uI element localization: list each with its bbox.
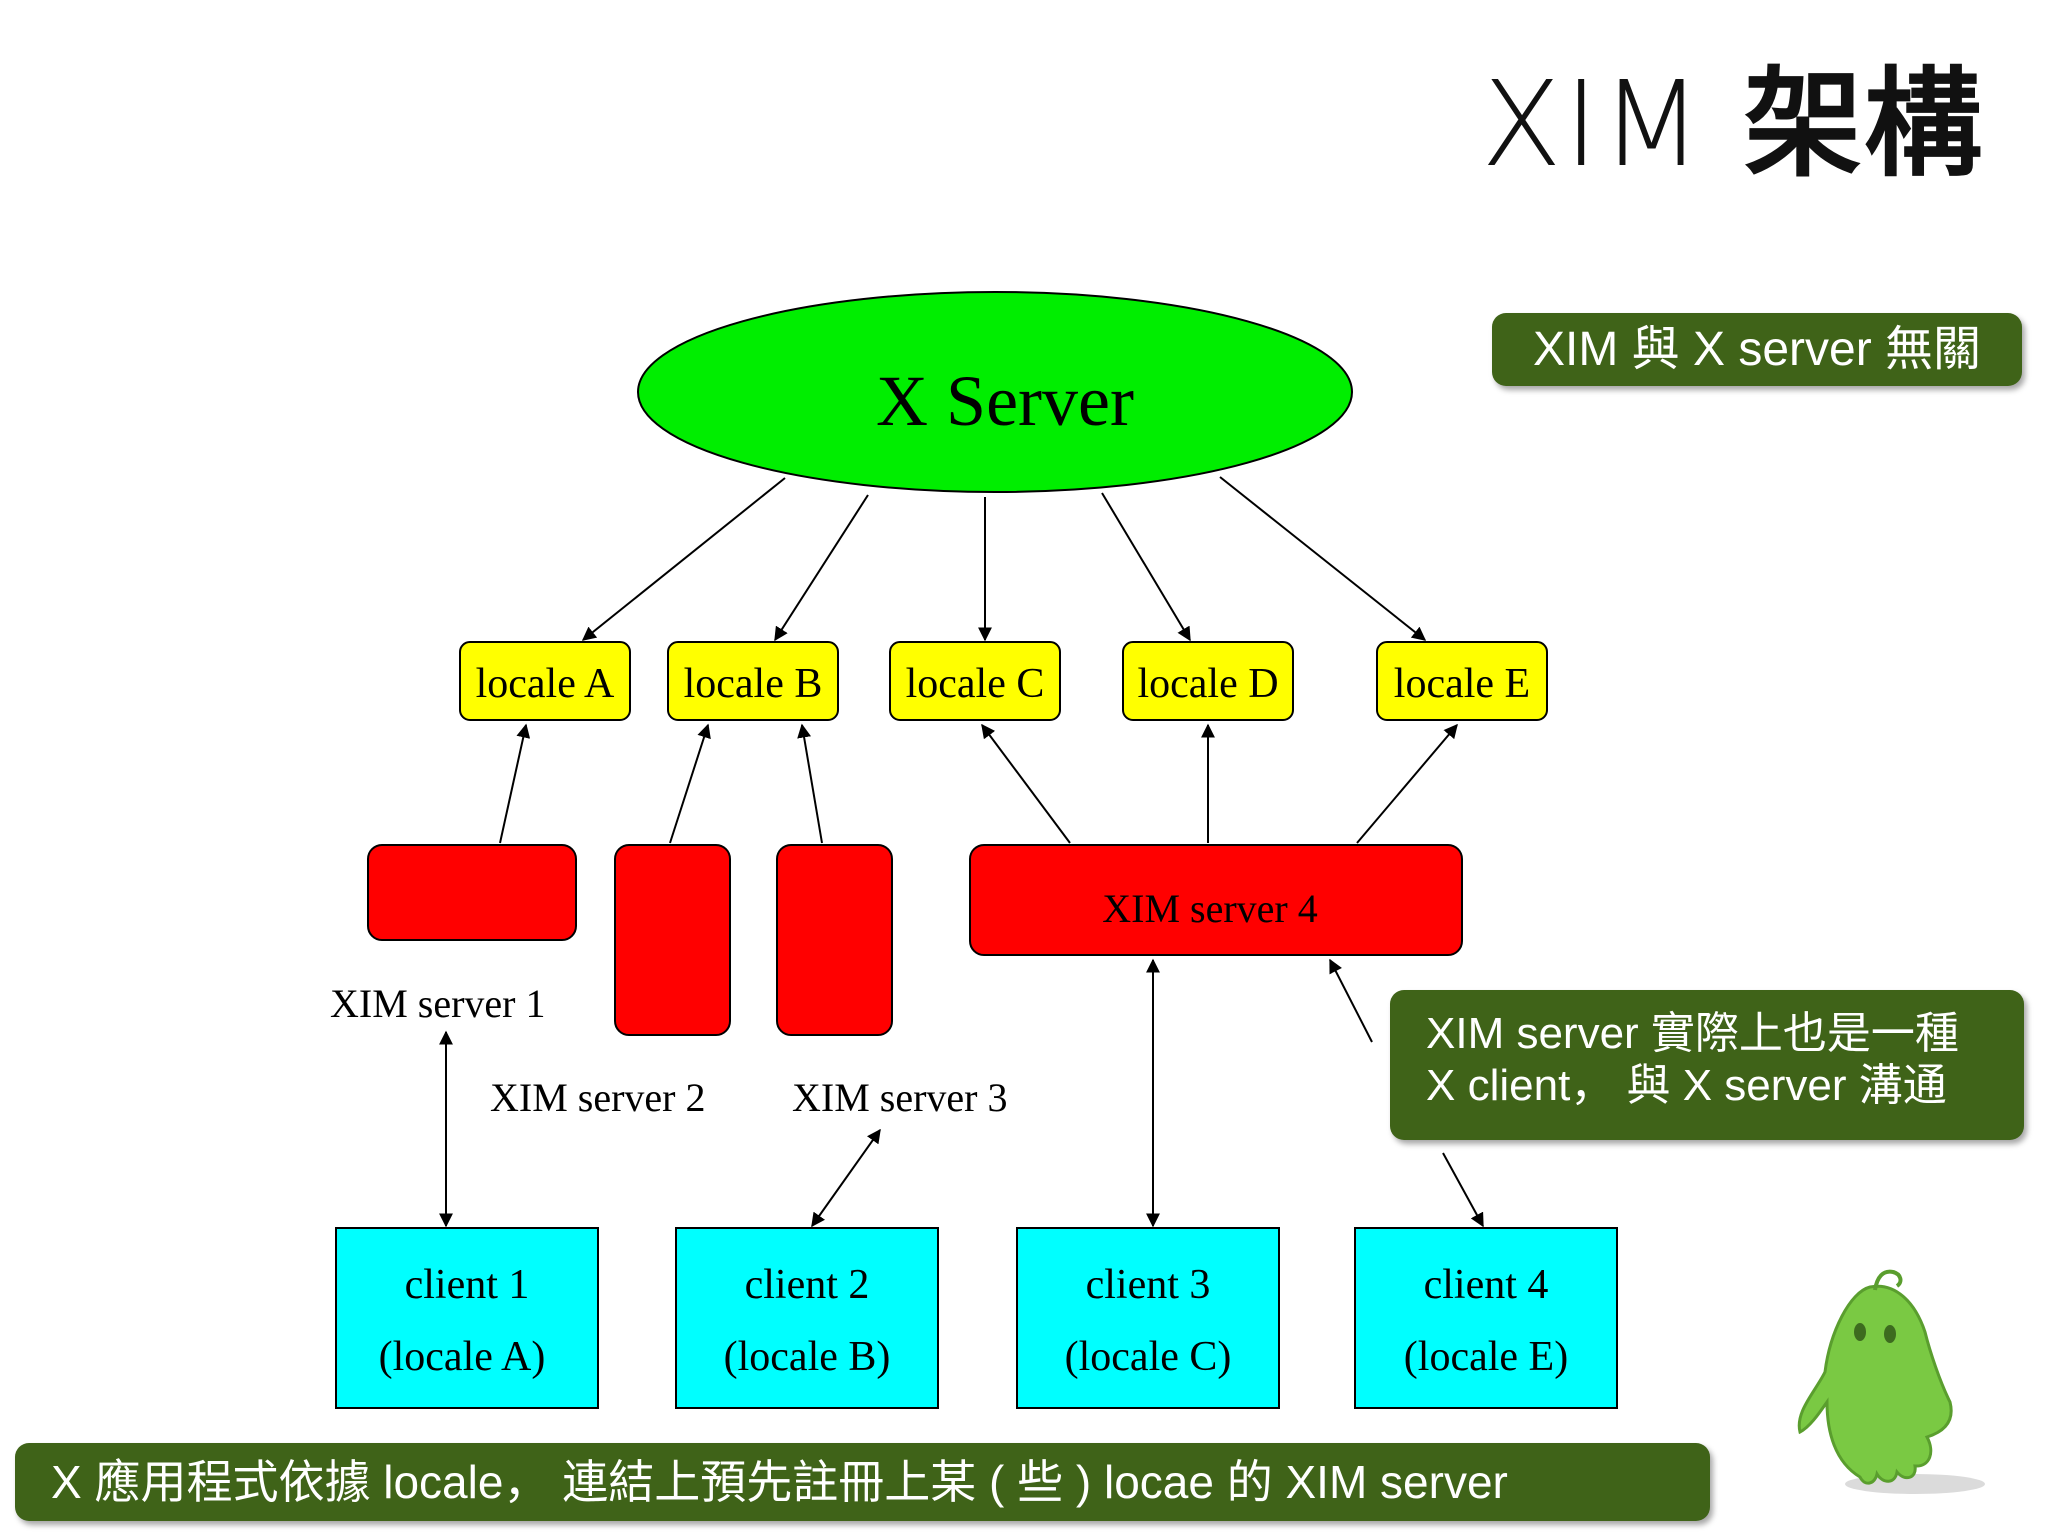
arrow-client2-xim3 xyxy=(811,1128,881,1228)
xim-server-3-label: XIM server 3 xyxy=(792,1075,1008,1120)
client-1-node: client 1 (locale A) xyxy=(335,1227,599,1409)
arrow-client4-xim4-lower xyxy=(1442,1152,1484,1228)
client-2-node: client 2 (locale B) xyxy=(675,1227,939,1409)
client-1-locale: (locale A) xyxy=(379,1334,546,1380)
client-3-node: client 3 (locale C) xyxy=(1016,1227,1280,1409)
client-4-locale: (locale E) xyxy=(1404,1334,1568,1380)
client-4-node: client 4 (locale E) xyxy=(1354,1227,1618,1409)
arrow-xserver-locale-b xyxy=(774,494,869,642)
arrow-xim1-locale-a xyxy=(499,723,531,844)
server-to-locale-arrows xyxy=(581,476,1427,642)
locale-c-node: locale C xyxy=(889,641,1061,721)
client-4-name: client 4 xyxy=(1424,1262,1549,1308)
client-3-locale: (locale C) xyxy=(1065,1334,1232,1380)
client-2-name: client 2 xyxy=(745,1262,870,1308)
xim-to-locale-arrows xyxy=(499,723,1458,844)
xim-server-2-label: XIM server 2 xyxy=(490,1075,706,1120)
arrow-xserver-locale-a xyxy=(581,477,786,641)
client-1-name: client 1 xyxy=(405,1262,530,1308)
locale-c-label: locale C xyxy=(906,661,1045,707)
page-title: XIM 架構 xyxy=(1481,55,1984,193)
arrow-xim4-locale-e xyxy=(1356,723,1458,844)
callout-xim-is-x-client-line2: X client， 與 X server 溝通 xyxy=(1426,1061,1947,1110)
locale-e-label: locale E xyxy=(1394,661,1530,707)
callout-xim-is-x-client-line1: XIM server 實際上也是一種 xyxy=(1426,1009,1959,1058)
xim-server-2-box xyxy=(614,844,731,1036)
arrow-xserver-locale-d xyxy=(1101,492,1191,642)
locale-d-node: locale D xyxy=(1122,641,1294,721)
arrow-xim2-locale-b xyxy=(669,723,711,844)
arrow-xserver-locale-e xyxy=(1219,476,1427,641)
callout-locale-connection: X 應用程式依據 locale， 連結上預先註冊上某 ( 些 ) locae 的… xyxy=(15,1443,1710,1521)
xim-server-1-label: XIM server 1 xyxy=(330,981,546,1026)
client-3-name: client 3 xyxy=(1086,1262,1211,1308)
locale-a-label: locale A xyxy=(476,661,615,707)
locale-e-node: locale E xyxy=(1376,641,1548,721)
locale-b-node: locale B xyxy=(667,641,839,721)
client-to-xim-arrows xyxy=(439,958,1484,1228)
locale-d-label: locale D xyxy=(1137,661,1278,707)
x-server-label: X Server xyxy=(876,361,1134,441)
xim-server-1-box xyxy=(367,844,577,941)
x-server-node: X Server xyxy=(637,291,1353,493)
arrow-xim4-locale-c xyxy=(981,723,1071,844)
callout-xim-is-x-client: XIM server 實際上也是一種 X client， 與 X server … xyxy=(1390,990,2024,1140)
client-2-locale: (locale B) xyxy=(724,1334,891,1380)
arrow-xim3-locale-b xyxy=(797,723,823,844)
callout-xim-independent: XIM 與 X server 無關 xyxy=(1492,313,2022,386)
arrow-client4-xim4-upper xyxy=(1329,958,1373,1043)
xim-server-4-node: XIM server 4 xyxy=(969,844,1463,956)
locale-b-label: locale B xyxy=(684,661,823,707)
xim-server-4-label: XIM server 4 xyxy=(1102,886,1318,931)
xim-server-3-box xyxy=(776,844,893,1036)
green-mascot-icon xyxy=(1797,1269,1985,1494)
locale-a-node: locale A xyxy=(459,641,631,721)
